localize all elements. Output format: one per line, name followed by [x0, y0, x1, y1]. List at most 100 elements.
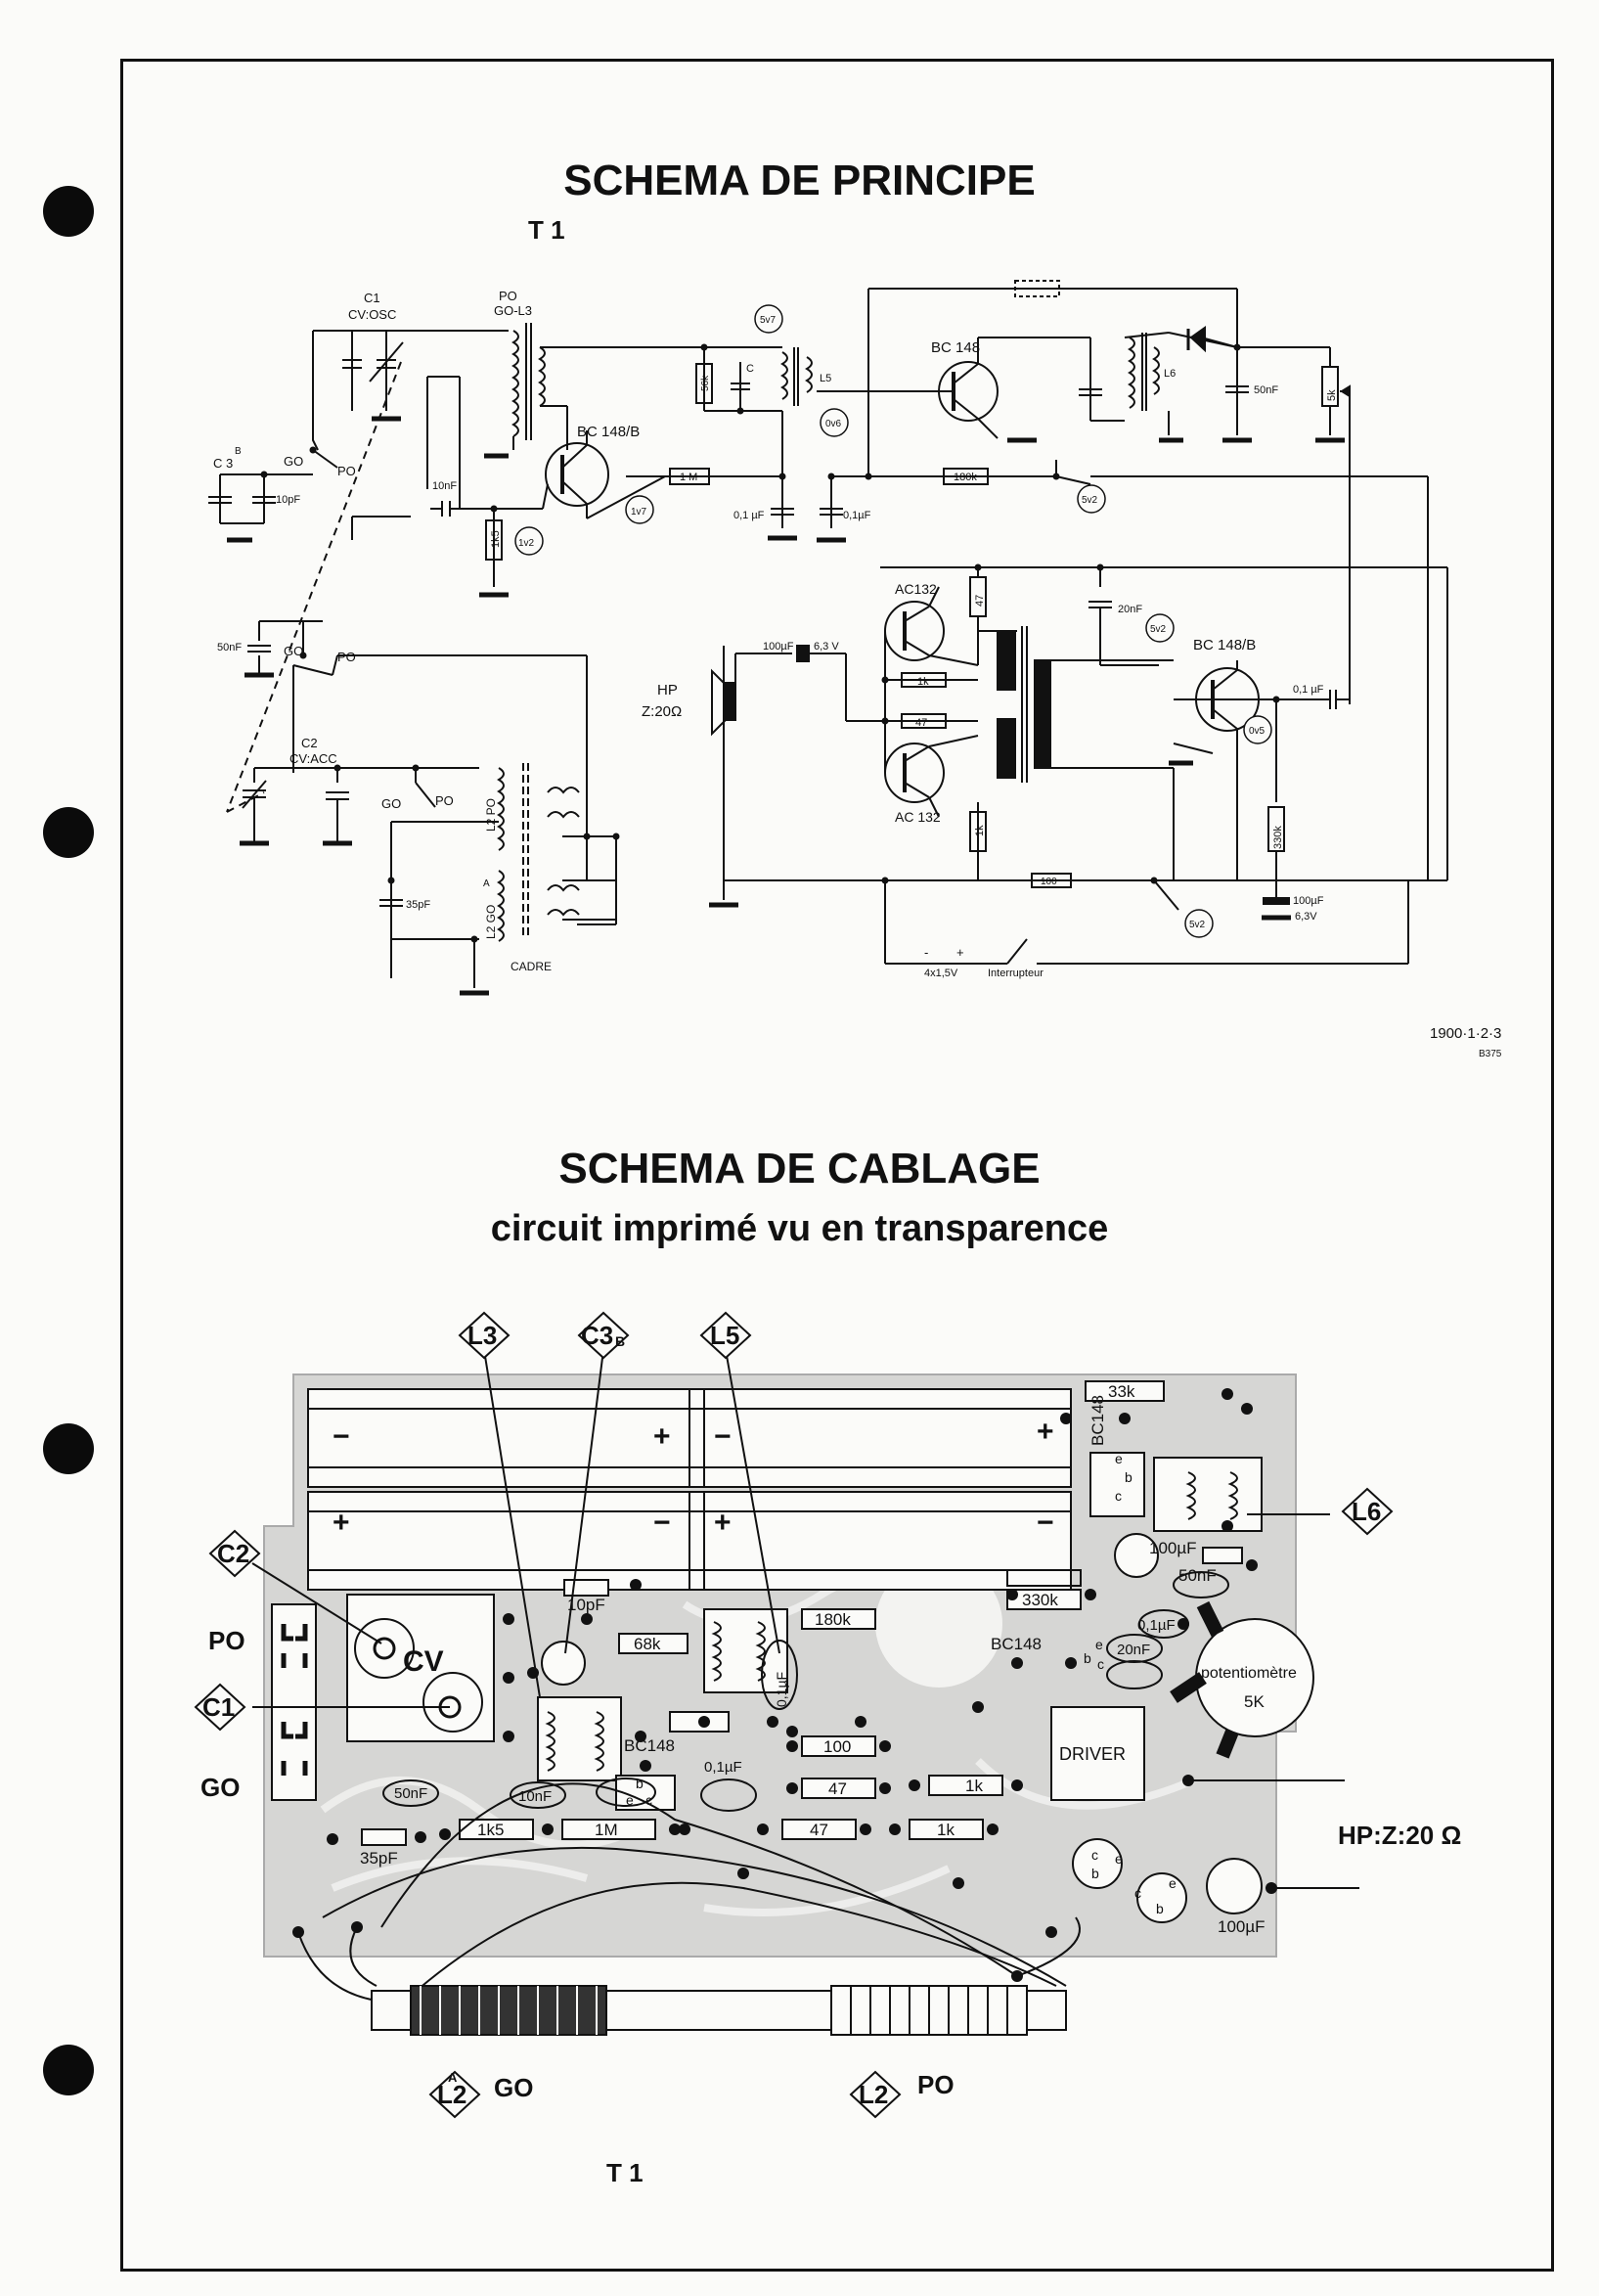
pin-c-4: c	[1091, 1847, 1098, 1863]
reference-code: 1900·1·2·3	[1430, 1025, 1502, 1042]
label-47-a: 47	[974, 595, 986, 607]
c10pf-label: 10pF	[567, 1596, 605, 1614]
battery-plus-1: +	[653, 1420, 671, 1453]
label-56k: 56k	[700, 375, 711, 391]
circuit-schematic: C1 CV:OSC PO GO-L3 C 3 B GO PO 10pF 10nF…	[208, 280, 1448, 996]
callout-l6: L6	[1352, 1497, 1381, 1526]
switch-go-label: GO	[200, 1773, 240, 1802]
callout-l2a: L2	[437, 2080, 466, 2109]
label-330k: 330k	[1272, 826, 1284, 849]
label-10nf: 10nF	[432, 480, 457, 492]
label-c2: C2	[301, 736, 318, 750]
callout-c2: C2	[217, 1539, 249, 1568]
schematic-title: SCHEMA DE PRINCIPE	[563, 157, 1036, 204]
r1m-label: 1M	[595, 1821, 618, 1839]
c01uf-a-label: 0,1µF	[774, 1672, 789, 1707]
label-5v2-a: 5v2	[1082, 495, 1098, 506]
label-go-1: GO	[284, 454, 303, 469]
pin-b-2: b	[1084, 1650, 1091, 1666]
pin-e-5: e	[1169, 1875, 1177, 1891]
label-10pf: 10pF	[276, 494, 300, 506]
label-180k: 180k	[954, 472, 977, 483]
c01uf-b-label: 0,1µF	[1137, 1617, 1176, 1634]
label-35pf: 35pF	[406, 899, 430, 911]
label-5k: 5k	[1326, 389, 1338, 401]
schematic-t1-label: T 1	[528, 215, 565, 245]
label-1v2: 1v2	[518, 538, 535, 549]
callout-c1: C1	[202, 1692, 235, 1722]
label-l5: L5	[820, 373, 831, 384]
label-bc148b-1: BC 148/B	[577, 424, 640, 440]
pin-c-1: c	[1115, 1488, 1122, 1504]
c50nf-a-label: 50nF	[1178, 1566, 1217, 1585]
pin-e-3: e	[626, 1792, 634, 1808]
label-5v7: 5v7	[760, 315, 777, 326]
pin-e-4: e	[1115, 1851, 1123, 1867]
label-bc148b-2: BC 148/B	[1193, 637, 1256, 653]
callout-c3b: C3	[581, 1321, 613, 1350]
r33k-label: 33k	[1108, 1382, 1135, 1401]
potentiometer-label: potentiomètre	[1201, 1665, 1297, 1682]
battery-minus-2: −	[714, 1420, 732, 1453]
label-cv-osc: CV:OSC	[348, 307, 396, 322]
label-63v-a: 6,3 V	[814, 641, 839, 653]
label-switch: Interrupteur	[988, 968, 1044, 979]
callout-l3: L3	[467, 1321, 497, 1350]
bc148-vertical-label: BC148	[1088, 1395, 1107, 1446]
callout-c3b-sub: B	[615, 1333, 625, 1349]
switch-po-label: PO	[208, 1626, 245, 1655]
r1k5-label: 1k5	[477, 1821, 504, 1839]
c100uf-a-label: 100µF	[1149, 1539, 1197, 1557]
bc148-c-label: BC148	[624, 1736, 675, 1755]
label-plus: +	[956, 945, 964, 960]
label-63v-b: 6,3V	[1295, 911, 1317, 923]
pin-b-5: b	[1156, 1901, 1164, 1916]
label-0v6: 0v6	[825, 419, 842, 429]
label-cadre: CADRE	[511, 960, 552, 973]
wiring-t1-label: T 1	[606, 2158, 644, 2187]
wiring-subtitle: circuit imprimé vu en transparence	[490, 1208, 1109, 1249]
r180k-label: 180k	[815, 1610, 851, 1629]
label-po-2: PO	[337, 650, 356, 664]
wiring-title: SCHEMA DE CABLAGE	[558, 1145, 1041, 1193]
wiring-diagram: − + − + + − + −	[194, 1311, 1461, 2119]
battery-minus-3: −	[653, 1507, 671, 1539]
label-5v2-b: 5v2	[1150, 624, 1167, 635]
c35pf-label: 35pF	[360, 1849, 398, 1868]
label-1k5: 1k5	[490, 530, 502, 548]
label-minus: -	[924, 945, 928, 960]
potentiometer-value: 5K	[1244, 1692, 1265, 1711]
label-ac132-b: AC 132	[895, 809, 941, 825]
label-c3: C 3	[213, 456, 233, 471]
label-5v2-c: 5v2	[1189, 920, 1206, 930]
label-1k-a: 1k	[917, 676, 929, 688]
battery-plus-4: +	[714, 1507, 732, 1539]
label-go-3: GO	[381, 796, 401, 811]
label-01uf-a: 0,1 µF	[733, 510, 765, 521]
label-po-l3: PO	[499, 289, 517, 303]
label-50nf-b: 50nF	[217, 642, 242, 653]
reference-sub: B375	[1479, 1049, 1502, 1059]
antenna-go-label: GO	[494, 2073, 533, 2102]
cv-label: CV	[403, 1645, 444, 1678]
r47-b-label: 47	[810, 1821, 828, 1839]
label-100uf-a: 100µF	[763, 641, 794, 653]
label-po-1: PO	[337, 464, 356, 478]
c100uf-b-label: 100µF	[1218, 1917, 1266, 1936]
driver-label: DRIVER	[1059, 1744, 1126, 1764]
binder-hole-2	[43, 807, 94, 858]
label-c1: C1	[364, 291, 380, 305]
label-hp-impedance: Z:20Ω	[642, 703, 682, 720]
label-battery: 4x1,5V	[924, 968, 958, 979]
label-1v7: 1v7	[631, 507, 647, 518]
label-50nf: 50nF	[1254, 384, 1278, 396]
pin-c-5: c	[1134, 1885, 1141, 1901]
label-l2-go: L2 GO	[484, 905, 498, 939]
pin-e-1: e	[1115, 1451, 1123, 1466]
label-l6: L6	[1164, 368, 1176, 380]
pin-b-3: b	[636, 1776, 644, 1791]
label-go-2: GO	[284, 644, 303, 658]
label-c: C	[746, 363, 754, 375]
label-1m: 1 M	[680, 472, 697, 483]
pin-c-2: c	[1097, 1656, 1104, 1672]
